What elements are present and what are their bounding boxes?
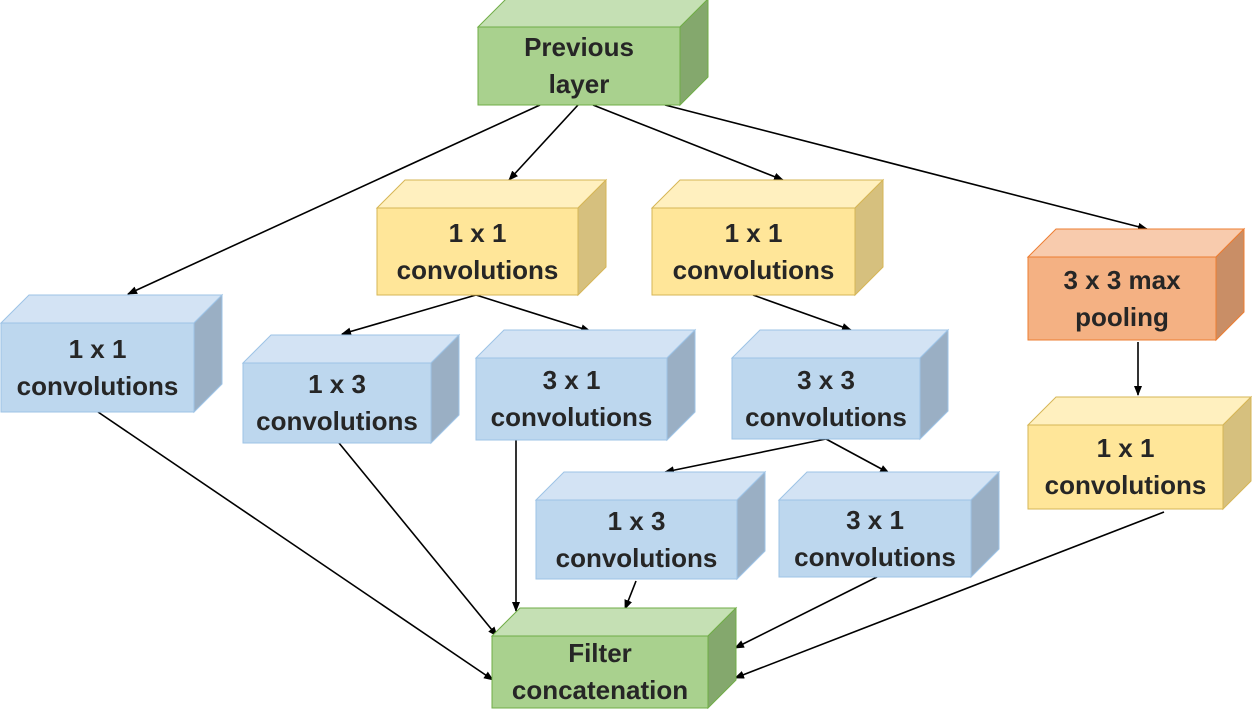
arrow-previous-layer-to-reduce-b — [592, 104, 784, 181]
arrow-conv1x3-b-to-filter-concat — [624, 580, 637, 610]
conv1x3-b-box — [534, 470, 767, 581]
pool-proj-top-face — [1026, 396, 1252, 426]
reduce-a-box — [375, 178, 608, 297]
filter-concat-box — [490, 606, 738, 709]
conv1x3-b-top-face — [534, 471, 767, 501]
conv3x1-a-front-face — [475, 357, 668, 441]
conv3x1-b-box — [777, 470, 1001, 579]
max-pooling-top-face — [1026, 228, 1246, 258]
conv1x3-a-box — [241, 333, 461, 445]
conv1x1-branch-front-face — [0, 322, 195, 413]
conv1x1-branch-box — [0, 293, 224, 414]
reduce-a-top-face — [375, 179, 608, 209]
pool-proj-front-face — [1027, 424, 1224, 510]
arrow-previous-layer-to-reduce-a — [508, 104, 579, 181]
conv1x3-a-top-face — [241, 334, 461, 364]
conv1x3-b-front-face — [535, 499, 738, 580]
conv3x1-b-top-face — [777, 471, 1001, 501]
arrow-previous-layer-to-max-pooling — [664, 104, 1148, 231]
edges-layer — [97, 104, 1165, 681]
max-pooling-box — [1026, 227, 1246, 342]
conv3x3-box — [730, 328, 950, 441]
conv3x1-a-top-face — [474, 329, 697, 359]
arrow-pool-proj-to-filter-concat — [734, 511, 1165, 679]
filter-concat-top-face — [490, 607, 738, 637]
arrow-conv3x1-b-to-filter-concat — [734, 576, 878, 649]
reduce-a-front-face — [376, 207, 579, 296]
pool-proj-box — [1026, 395, 1252, 511]
reduce-b-front-face — [651, 207, 856, 296]
conv3x3-front-face — [731, 357, 921, 440]
arrow-previous-layer-to-conv1x1-branch — [127, 104, 541, 295]
arrow-reduce-a-to-conv3x1-a — [475, 294, 591, 333]
arrow-conv3x3-to-conv3x1-b — [825, 438, 890, 474]
conv3x3-top-face — [730, 329, 950, 359]
arrow-conv3x3-to-conv1x3-b — [664, 438, 827, 475]
filter-concat-front-face — [491, 635, 709, 709]
previous-layer-top-face — [476, 0, 708, 28]
previous-layer-box — [476, 0, 709, 107]
arrow-reduce-b-to-conv3x3 — [752, 294, 852, 331]
conv1x1-branch-top-face — [0, 294, 224, 324]
conv1x3-a-front-face — [242, 362, 432, 444]
conv3x1-a-box — [474, 328, 697, 442]
reduce-b-top-face — [650, 179, 885, 209]
arrow-reduce-a-to-conv1x3-a — [341, 294, 477, 336]
reduce-b-box — [650, 178, 885, 297]
max-pooling-front-face — [1027, 256, 1217, 341]
arrow-conv1x3-a-to-filter-concat — [338, 442, 498, 637]
conv3x1-b-front-face — [778, 499, 972, 578]
previous-layer-front-face — [477, 26, 681, 106]
arrow-conv1x1-branch-to-filter-concat — [97, 411, 494, 681]
